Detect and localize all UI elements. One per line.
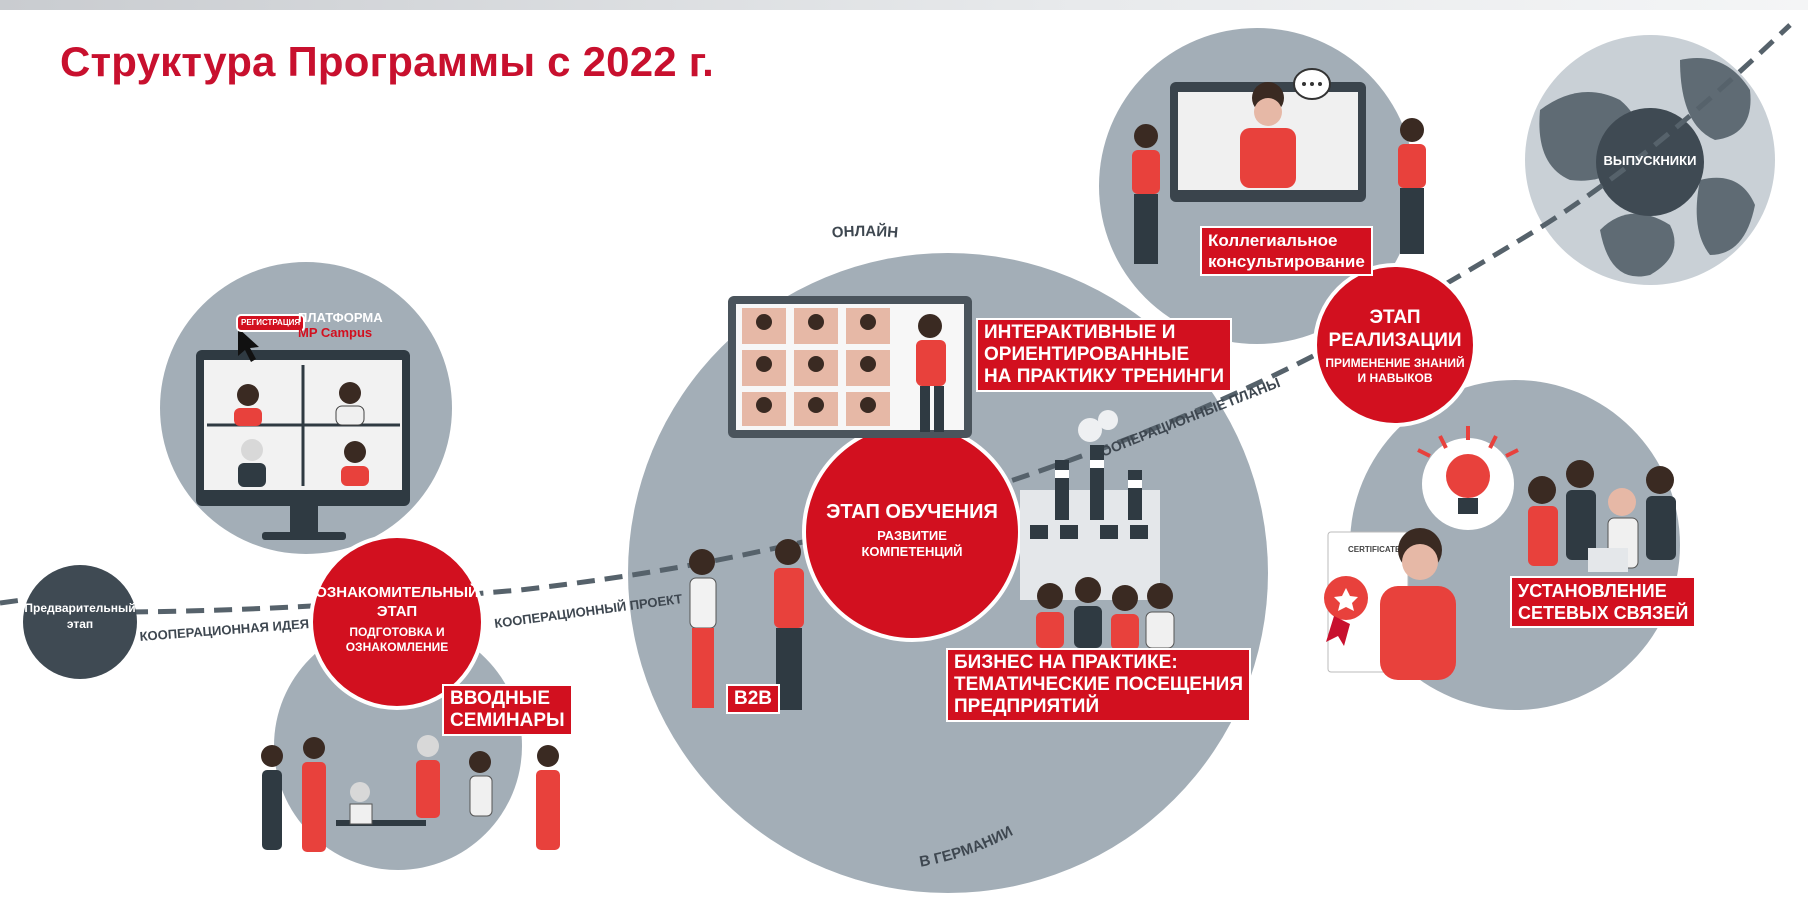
trainings-line2: ОРИЕНТИРОВАННЫЕ [984,344,1190,365]
online-arc-label: ОНЛАЙН [831,222,899,241]
business-line2: ТЕМАТИЧЕСКИЕ ПОСЕЩЕНИЯ [954,674,1243,695]
consulting-line2: консультирование [1208,252,1365,271]
tablet-illustration [728,296,972,438]
business-box: БИЗНЕС НА ПРАКТИКЕ: ТЕМАТИЧЕСКИЕ ПОСЕЩЕН… [948,650,1249,720]
implementation-stage-subtitle: ПРИМЕНЕНИЕ ЗНАНИЙ И НАВЫКОВ [1325,356,1465,385]
networking-line2: СЕТЕВЫХ СВЯЗЕЙ [1518,603,1689,623]
networking-box: УСТАНОВЛЕНИЕ СЕТЕВЫХ СВЯЗЕЙ [1512,578,1695,626]
handshake-illustration [689,539,804,710]
globe-icon [1525,35,1775,285]
thinking-person-illustration [1380,528,1456,680]
seminars-line2: СЕМИНАРЫ [450,710,565,731]
implementation-stage-title: ЭТАП РЕАЛИЗАЦИИ [1328,307,1462,351]
pre-stage-label: Предварительный этап [24,601,136,631]
business-line1: БИЗНЕС НА ПРАКТИКЕ: [954,652,1178,673]
factory-workers-illustration [1036,577,1175,650]
intro-stage-circle [309,534,485,710]
register-badge[interactable]: РЕГИСТРАЦИЯ [238,316,304,330]
consulting-box: Коллегиальное консультирование [1202,228,1371,274]
implementation-stage-text: ЭТАП РЕАЛИЗАЦИИ ПРИМЕНЕНИЕ ЗНАНИЙ И НАВЫ… [1320,306,1470,386]
trainings-line1: ИНТЕРАКТИВНЫЕ И [984,322,1176,343]
b2b-box: B2B [728,686,779,712]
meeting-illustration [261,735,560,852]
trainings-box: ИНТЕРАКТИВНЫЕ И ОРИЕНТИРОВАННЫЕ НА ПРАКТ… [978,320,1231,390]
networking-group-illustration [1528,460,1676,572]
networking-line1: УСТАНОВЛЕНИЕ [1518,581,1667,601]
learning-stage-text: ЭТАП ОБУЧЕНИЯ РАЗВИТИЕ КОМПЕТЕНЦИЙ [812,500,1012,560]
idea-path-label: КООПЕРАЦИОННАЯ ИДЕЯ [139,616,310,644]
learning-stage-title: ЭТАП ОБУЧЕНИЯ [826,501,998,523]
cursor-icon [238,328,259,362]
monitor-illustration [196,350,410,540]
consulting-illustration [1132,82,1426,264]
business-line3: ПРЕДПРИЯТИЙ [954,696,1100,717]
seminars-line1: ВВОДНЫЕ [450,688,551,709]
intro-stage-title: ОЗНАКОМИТЕЛЬНЫЙ ЭТАП [315,584,479,620]
intro-stage-subtitle: ПОДГОТОВКА И ОЗНАКОМЛЕНИЕ [345,625,449,654]
platform-label: ПЛАТФОРМА MP Campus [298,310,383,340]
platform-line2: MP Campus [298,325,373,340]
pre-stage-circle [23,565,137,679]
trainings-line3: НА ПРАКТИКУ ТРЕНИНГИ [984,366,1225,387]
svg-text:CERTIFICATE: CERTIFICATE [1348,545,1401,554]
platform-line1: ПЛАТФОРМА [298,310,383,325]
top-bar [0,0,1808,10]
lightbulb-icon [1417,426,1519,530]
alumni-label: ВЫПУСКНИКИ [1603,153,1697,168]
chat-bubble-icon [1293,68,1331,100]
seminars-box: ВВОДНЫЕ СЕМИНАРЫ [444,686,571,734]
learning-stage-subtitle: РАЗВИТИЕ КОМПЕТЕНЦИЙ [861,528,963,559]
consulting-line1: Коллегиальное [1208,231,1338,250]
page-title: Структура Программы с 2022 г. [60,38,715,85]
intro-stage-text: ОЗНАКОМИТЕЛЬНЫЙ ЭТАП ПОДГОТОВКА И ОЗНАКО… [305,583,489,655]
implementation-stage-circle [1313,263,1477,427]
